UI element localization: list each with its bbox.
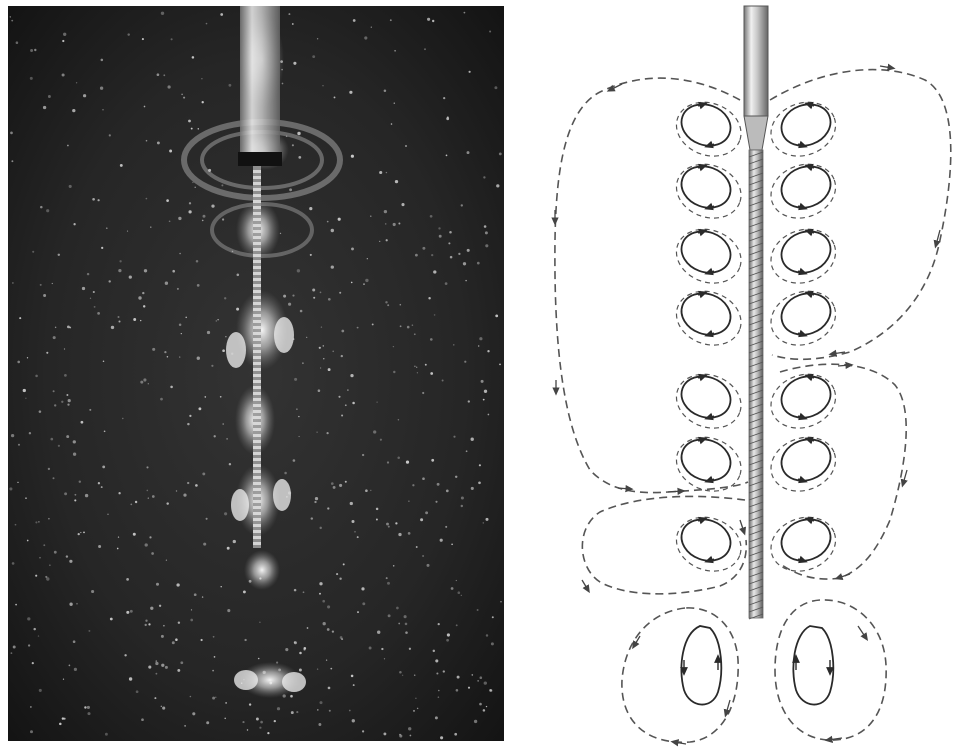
- outer-cell-left-1: [555, 78, 740, 492]
- streamline-schematic: [555, 6, 951, 744]
- outer-cell-right-2: [780, 364, 906, 579]
- twisted-rod: [749, 150, 763, 619]
- core-left: [681, 626, 721, 705]
- vortex-right-4: [763, 282, 843, 353]
- rod-texture: [253, 170, 261, 545]
- core-right: [793, 626, 833, 705]
- vortex-right-7: [763, 508, 843, 579]
- outer-cell-right-1: [770, 70, 951, 360]
- vortex-left-5: [669, 365, 749, 436]
- vortex-left-2: [669, 155, 749, 226]
- vortex-right-3: [763, 220, 843, 291]
- vortex-left-3: [669, 220, 749, 291]
- flow-photograph: [8, 6, 504, 741]
- vortex-left-7: [669, 508, 749, 579]
- vortex-right-1: [763, 93, 843, 164]
- collar-photo: [238, 152, 282, 166]
- bottom-vortex-cores: [681, 626, 833, 705]
- outer-flow-arrows: [555, 66, 940, 744]
- vortex-right-6: [763, 428, 843, 499]
- shaft-photo: [240, 6, 280, 154]
- vortex-right-5: [763, 365, 843, 436]
- outer-cell-left-2: [582, 496, 746, 593]
- vortex-left-4: [669, 282, 749, 353]
- vortex-left-1: [669, 93, 749, 164]
- shaft: [744, 6, 768, 116]
- vortex-right-2: [763, 155, 843, 226]
